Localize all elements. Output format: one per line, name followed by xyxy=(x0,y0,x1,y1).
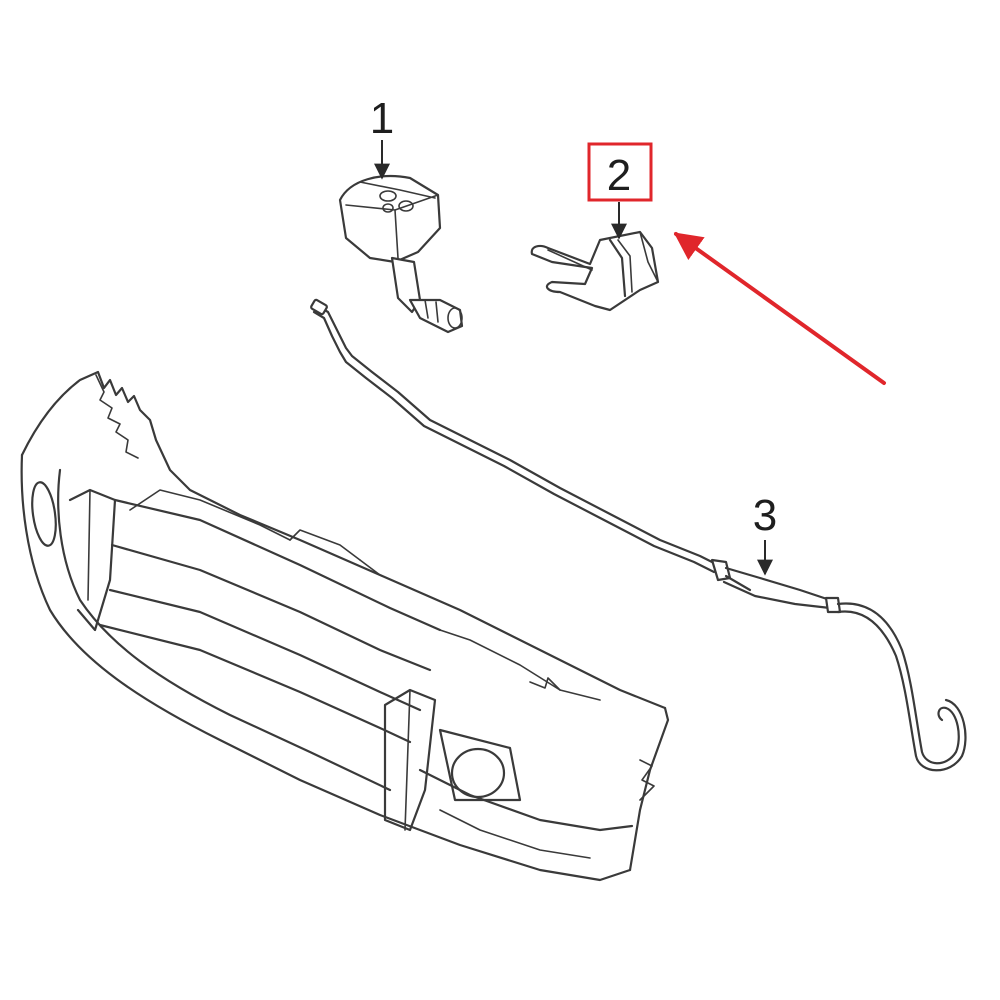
part-2-clip xyxy=(530,230,660,312)
red-arrow-icon xyxy=(673,232,886,385)
part-3-washer-hose xyxy=(310,298,967,772)
highlight-box xyxy=(587,142,653,202)
callout-1: 1 xyxy=(370,94,394,180)
callout-2: 2 xyxy=(587,142,653,240)
callout-label-2: 2 xyxy=(607,151,631,200)
callout-label-3: 3 xyxy=(753,491,777,540)
part-1-washer-jet xyxy=(338,174,464,334)
front-bumper xyxy=(20,370,670,882)
callout-3: 3 xyxy=(753,491,777,576)
callout-label-1: 1 xyxy=(370,94,394,143)
